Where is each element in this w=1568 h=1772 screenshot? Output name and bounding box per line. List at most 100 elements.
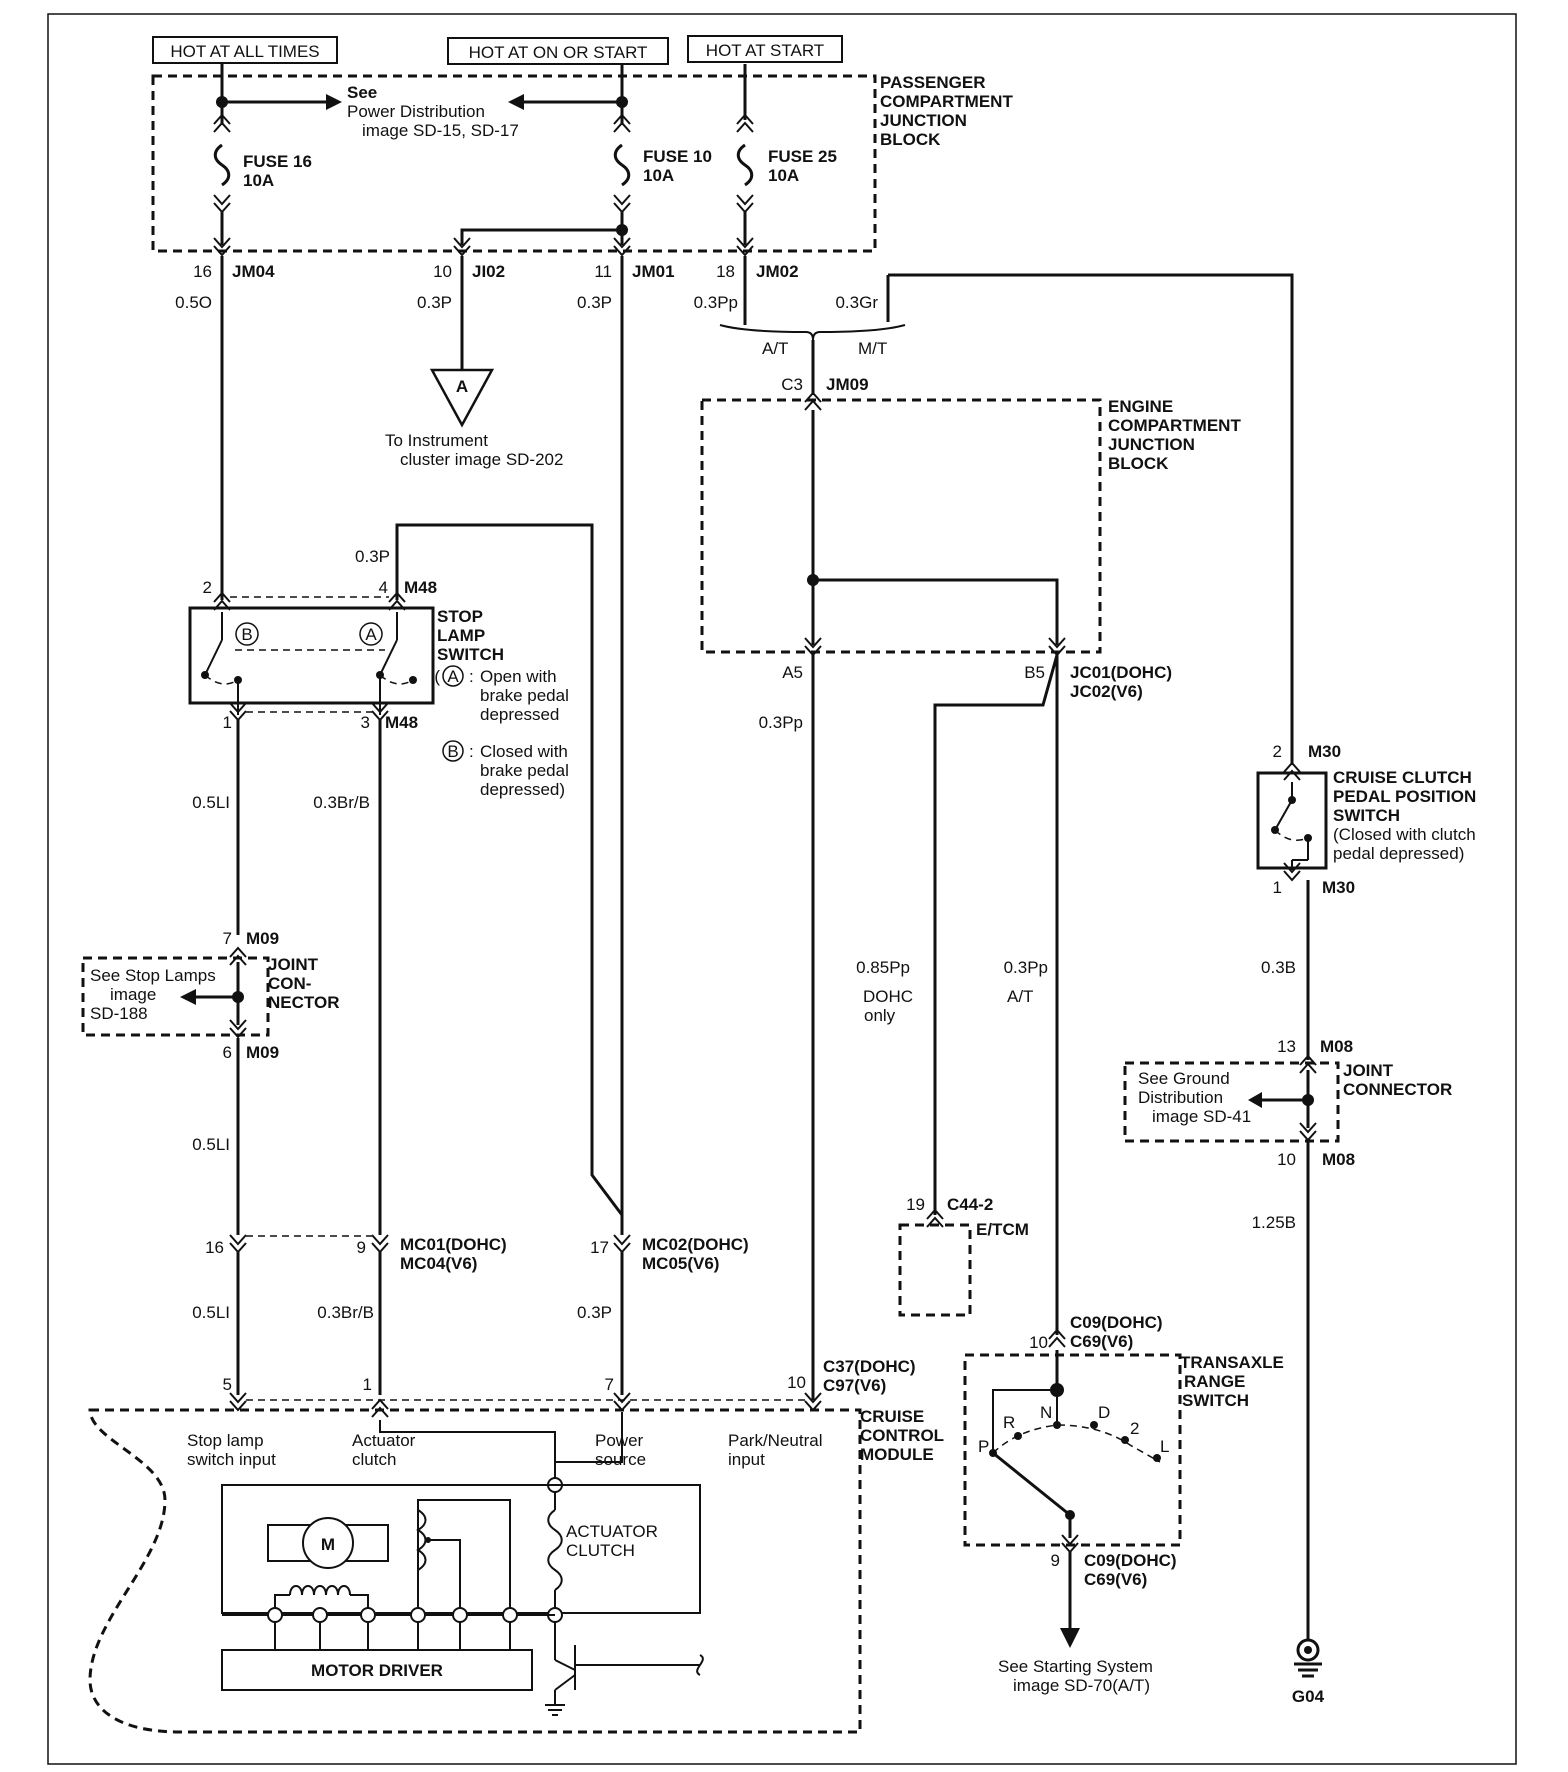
actuator-clutch-coil-icon [547,1509,563,1591]
pin-m09-6: 6 [223,1043,232,1062]
input-stop-lamp-label: Stop lamp [187,1431,264,1450]
arrow-left-small-icon [1248,1092,1262,1108]
svg-text:B: B [241,625,252,644]
see-stop-lamps: See Stop Lamps [90,966,216,985]
svg-text:HOT AT START: HOT AT START [706,41,824,60]
conn-m30-top: M30 [1308,742,1341,761]
pin-stop-4: 4 [379,578,388,597]
pin-16: 16 [193,262,212,281]
conn-c09-top: C09(DOHC) [1070,1313,1163,1332]
power-label-hot-on-start: HOT AT ON OR START [447,37,669,65]
svg-text:SWITCH: SWITCH [1333,806,1400,825]
conn-mc01: MC01(DOHC) [400,1235,507,1254]
wire-0-5li-c: 0.5LI [192,1303,230,1322]
stop-lamp-switch-title: STOP LAMP SWITCH [437,607,504,664]
svg-text:COMPARTMENT: COMPARTMENT [880,92,1013,111]
pin-mc-9: 9 [357,1238,366,1257]
svg-text:HOT AT ALL TIMES: HOT AT ALL TIMES [170,42,319,61]
conn-m08-bot: M08 [1322,1150,1355,1169]
clutch-note-line2: pedal depressed) [1333,844,1464,863]
svg-text:depressed: depressed [480,705,559,724]
svg-text:CRUISE: CRUISE [860,1407,924,1426]
pin-mc-16: 16 [205,1238,224,1257]
conn-m08-top: M08 [1320,1037,1353,1056]
conn-jm01: JM01 [632,262,675,281]
joint-m08-outline [1123,1061,1340,1143]
wire-0-3b: 0.3B [1261,958,1296,977]
pin-module-1: 1 [363,1375,372,1394]
pin-m30-1: 1 [1273,878,1282,897]
conn-mc04: MC04(V6) [400,1254,477,1273]
pin-11: 11 [594,262,612,281]
input-actuator-label: Actuator [352,1431,416,1450]
pos-p: P [978,1437,989,1456]
power-label-hot-start: HOT AT START [687,35,843,63]
conn-jm09: JM09 [826,375,869,394]
svg-text:CON-: CON- [268,974,311,993]
wire-0-5o: 0.5O [175,293,212,312]
svg-text:JOINT: JOINT [268,955,319,974]
svg-text:PASSENGER: PASSENGER [880,73,986,92]
ground-g04-label: G04 [1292,1687,1325,1706]
transistor-icon [554,1645,704,1691]
conn-m48-bot: M48 [385,713,418,732]
engine-junction-block-outline [700,398,1102,654]
svg-text:B: B [447,742,458,761]
motor-coil-icon [289,1585,351,1596]
fuse-16-label: FUSE 16 [243,152,312,171]
svg-text::: : [469,742,474,761]
see-ground: See Ground [1138,1069,1230,1088]
stop-lamp-switch-box [188,606,435,705]
see-ground-line3: image SD-41 [1152,1107,1251,1126]
fuse-16-icon [213,143,231,187]
conn-jm04: JM04 [232,262,275,281]
see-starting-system: See Starting System [998,1657,1153,1676]
conn-c97: C97(V6) [823,1376,886,1395]
svg-text:TRANSAXLE: TRANSAXLE [1180,1353,1284,1372]
svg-text:CRUISE CLUTCH: CRUISE CLUTCH [1333,768,1472,787]
joint-m09-outline [81,956,270,1037]
conn-jc02: JC02(V6) [1070,682,1143,701]
svg-text:BLOCK: BLOCK [1108,454,1169,473]
conn-m30-bot: M30 [1322,878,1355,897]
svg-text:NECTOR: NECTOR [268,993,339,1012]
actuator-clutch-label-2: CLUTCH [566,1541,635,1560]
clutch-note-line1: (Closed with clutch [1333,825,1476,844]
see-stop-lamps-line2: image [110,985,156,1004]
pin-module-7: 7 [605,1375,614,1394]
fuse-25-icon [736,143,754,187]
conn-jc01: JC01(DOHC) [1070,663,1172,682]
switch-b-marker: B [235,622,259,646]
label-dohc: DOHC [863,987,913,1006]
wire-0-3br-b-a: 0.3Br/B [313,793,370,812]
conn-c3: C3 [781,375,803,394]
cruise-control-module-title: CRUISE CONTROL MODULE [860,1407,944,1464]
svg-text:Open with: Open with [480,667,557,686]
joint-m08-title-1: JOINT [1343,1061,1394,1080]
svg-text:SWITCH: SWITCH [437,645,504,664]
pin-stop-2: 2 [203,578,212,597]
passenger-junction-block-title: PASSENGER COMPARTMENT JUNCTION BLOCK [880,73,1013,149]
conn-mc02: MC02(DOHC) [642,1235,749,1254]
pos-r: R [1003,1413,1015,1432]
engine-junction-block-title: ENGINE COMPARTMENT JUNCTION BLOCK [1108,397,1241,473]
joint-m09-title: JOINT CON- NECTOR [268,955,339,1012]
wire-0-3gr: 0.3Gr [835,293,878,312]
pin-m09-7: 7 [223,929,232,948]
power-label-hot-all-times: HOT AT ALL TIMES [152,36,338,64]
wire-0-5li-b: 0.5LI [192,1135,230,1154]
etcm-title: E/TCM [976,1220,1029,1239]
actuator-clutch-label: ACTUATOR [566,1522,658,1541]
fuse-10-rating: 10A [643,166,674,185]
fuse-25-label: FUSE 25 [768,147,837,166]
module-ground-icon [545,1704,565,1716]
wire-0-85pp: 0.85Pp [856,958,910,977]
svg-text:STOP: STOP [437,607,483,626]
input-actuator-label-2: clutch [352,1450,396,1469]
input-stop-lamp-label-2: switch input [187,1450,276,1469]
wire-ji02-0-3p: 0.3P [417,293,452,312]
arrow-left-m09-icon [180,989,196,1005]
wire-stop-0-3p: 0.3P [355,547,390,566]
motor-icon: M [267,1517,389,1569]
